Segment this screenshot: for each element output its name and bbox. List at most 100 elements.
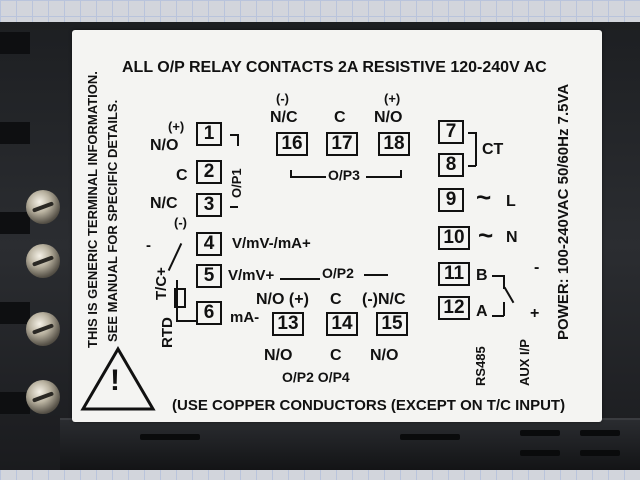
t16-nc-label: N/C <box>270 109 298 126</box>
rs485-label: RS485 <box>473 346 488 386</box>
b-label: B <box>476 267 488 284</box>
op2-top-label: O/P2 <box>322 265 354 281</box>
warning-triangle-icon <box>80 346 156 411</box>
t18-no-label: N/O <box>374 109 403 126</box>
rtd-label: RTD <box>159 317 176 348</box>
vent-slot <box>400 434 460 440</box>
terminal-15: 15 <box>376 312 408 336</box>
t1-no-label: N/O <box>150 137 179 154</box>
housing-fin <box>0 302 30 324</box>
housing-fin <box>0 392 30 414</box>
t2-c-label: C <box>176 167 188 184</box>
vent-slot <box>580 430 620 436</box>
terminal-screw <box>26 190 60 224</box>
t3-nc-label: N/C <box>150 195 178 212</box>
aux-minus-label: - <box>534 259 540 276</box>
side-note-line2: SEE MANUAL FOR SPECIFIC DETAILS. <box>105 99 120 342</box>
terminal-1: 1 <box>196 122 222 146</box>
t15-minus-nc-label: (-)N/C <box>362 291 406 308</box>
warning-exclamation: ! <box>110 364 120 397</box>
l-tilde: ~ <box>476 182 492 212</box>
power-rating: POWER: 100-240VAC 50/60Hz 7.5VA <box>555 83 572 340</box>
bracket-line <box>290 170 292 178</box>
t17-c-label: C <box>334 109 346 126</box>
terminal-18: 18 <box>378 132 410 156</box>
housing-fin <box>0 122 30 144</box>
t16-minus-label: (-) <box>276 91 289 106</box>
ct-label: CT <box>482 141 504 158</box>
aux-wire <box>503 302 505 316</box>
op1-label: O/P1 <box>229 168 244 198</box>
terminal-5: 5 <box>196 264 222 288</box>
bracket-line <box>400 170 402 178</box>
op2-op4-label: O/P2 O/P4 <box>282 369 350 385</box>
housing-fin <box>0 212 30 234</box>
terminal-screw <box>26 244 60 278</box>
bracket-line <box>237 134 239 146</box>
rtd-resistor <box>174 288 186 308</box>
rtd-wire <box>176 280 178 320</box>
housing-bottom-edge <box>60 418 640 470</box>
vmv-ma-label: V/mV-/mA+ <box>232 235 311 252</box>
n-label: N <box>506 229 518 246</box>
bracket-line <box>468 132 476 134</box>
terminal-screw <box>26 312 60 346</box>
rtd-wire <box>176 320 196 322</box>
terminal-2: 2 <box>196 160 222 184</box>
aux-plus-label: + <box>530 305 540 322</box>
relay-rating-header: ALL O/P RELAY CONTACTS 2A RESISTIVE 120-… <box>122 59 547 76</box>
op3-label: O/P3 <box>328 167 360 183</box>
terminal-16: 16 <box>276 132 308 156</box>
vent-slot <box>580 450 620 456</box>
terminal-10: 10 <box>438 226 470 250</box>
bracket-line <box>290 176 326 178</box>
tc-minus-label: - <box>146 237 151 254</box>
aux-switch <box>503 286 515 304</box>
aux-wire <box>492 315 504 317</box>
t4-minus-label: (-) <box>174 215 187 230</box>
vent-slot <box>520 450 560 456</box>
vent-slot <box>520 430 560 436</box>
bracket-line <box>468 165 476 167</box>
side-note-line1: THIS IS GENERIC TERMINAL INFORMATION. <box>85 71 100 348</box>
housing-fin <box>0 32 30 54</box>
t18-plus-label: (+) <box>384 91 401 106</box>
aux-wire <box>492 275 504 277</box>
bracket-line <box>475 132 477 166</box>
terminal-17: 17 <box>326 132 358 156</box>
bottom-no-label-2: N/O <box>370 347 399 364</box>
a-label: A <box>476 303 488 320</box>
bracket-line <box>230 206 238 208</box>
t1-plus-label: (+) <box>168 119 185 134</box>
terminal-3: 3 <box>196 193 222 217</box>
terminal-13: 13 <box>272 312 304 336</box>
terminal-4: 4 <box>196 232 222 256</box>
terminal-9: 9 <box>438 188 464 212</box>
n-tilde: ~ <box>478 220 494 250</box>
vmv-plus-label: V/mV+ <box>228 267 275 284</box>
terminal-label: ALL O/P RELAY CONTACTS 2A RESISTIVE 120-… <box>72 30 602 422</box>
t14-c-label: C <box>330 291 342 308</box>
t13-no-plus-label: N/O (+) <box>256 291 309 308</box>
vent-slot <box>140 434 200 440</box>
terminal-12: 12 <box>438 296 470 320</box>
tc-plus-label: T/C+ <box>153 267 170 300</box>
aux-ip-label: AUX I/P <box>517 339 532 386</box>
bottom-no-label-1: N/O <box>264 347 293 364</box>
bracket-line <box>230 134 238 136</box>
l-label: L <box>506 193 516 210</box>
terminal-8: 8 <box>438 153 464 177</box>
aux-wire <box>503 275 505 289</box>
terminal-7: 7 <box>438 120 464 144</box>
bracket-line <box>280 278 320 280</box>
terminal-14: 14 <box>326 312 358 336</box>
tc-wire <box>167 242 183 272</box>
terminal-11: 11 <box>438 262 470 286</box>
footer-note: (USE COPPER CONDUCTORS (EXCEPT ON T/C IN… <box>172 397 566 414</box>
bracket-line <box>366 176 402 178</box>
terminal-6: 6 <box>196 301 222 325</box>
terminal-screw <box>26 380 60 414</box>
bracket-line <box>364 274 388 276</box>
bottom-c-label: C <box>330 347 342 364</box>
ma-minus-label: mA- <box>230 309 260 326</box>
